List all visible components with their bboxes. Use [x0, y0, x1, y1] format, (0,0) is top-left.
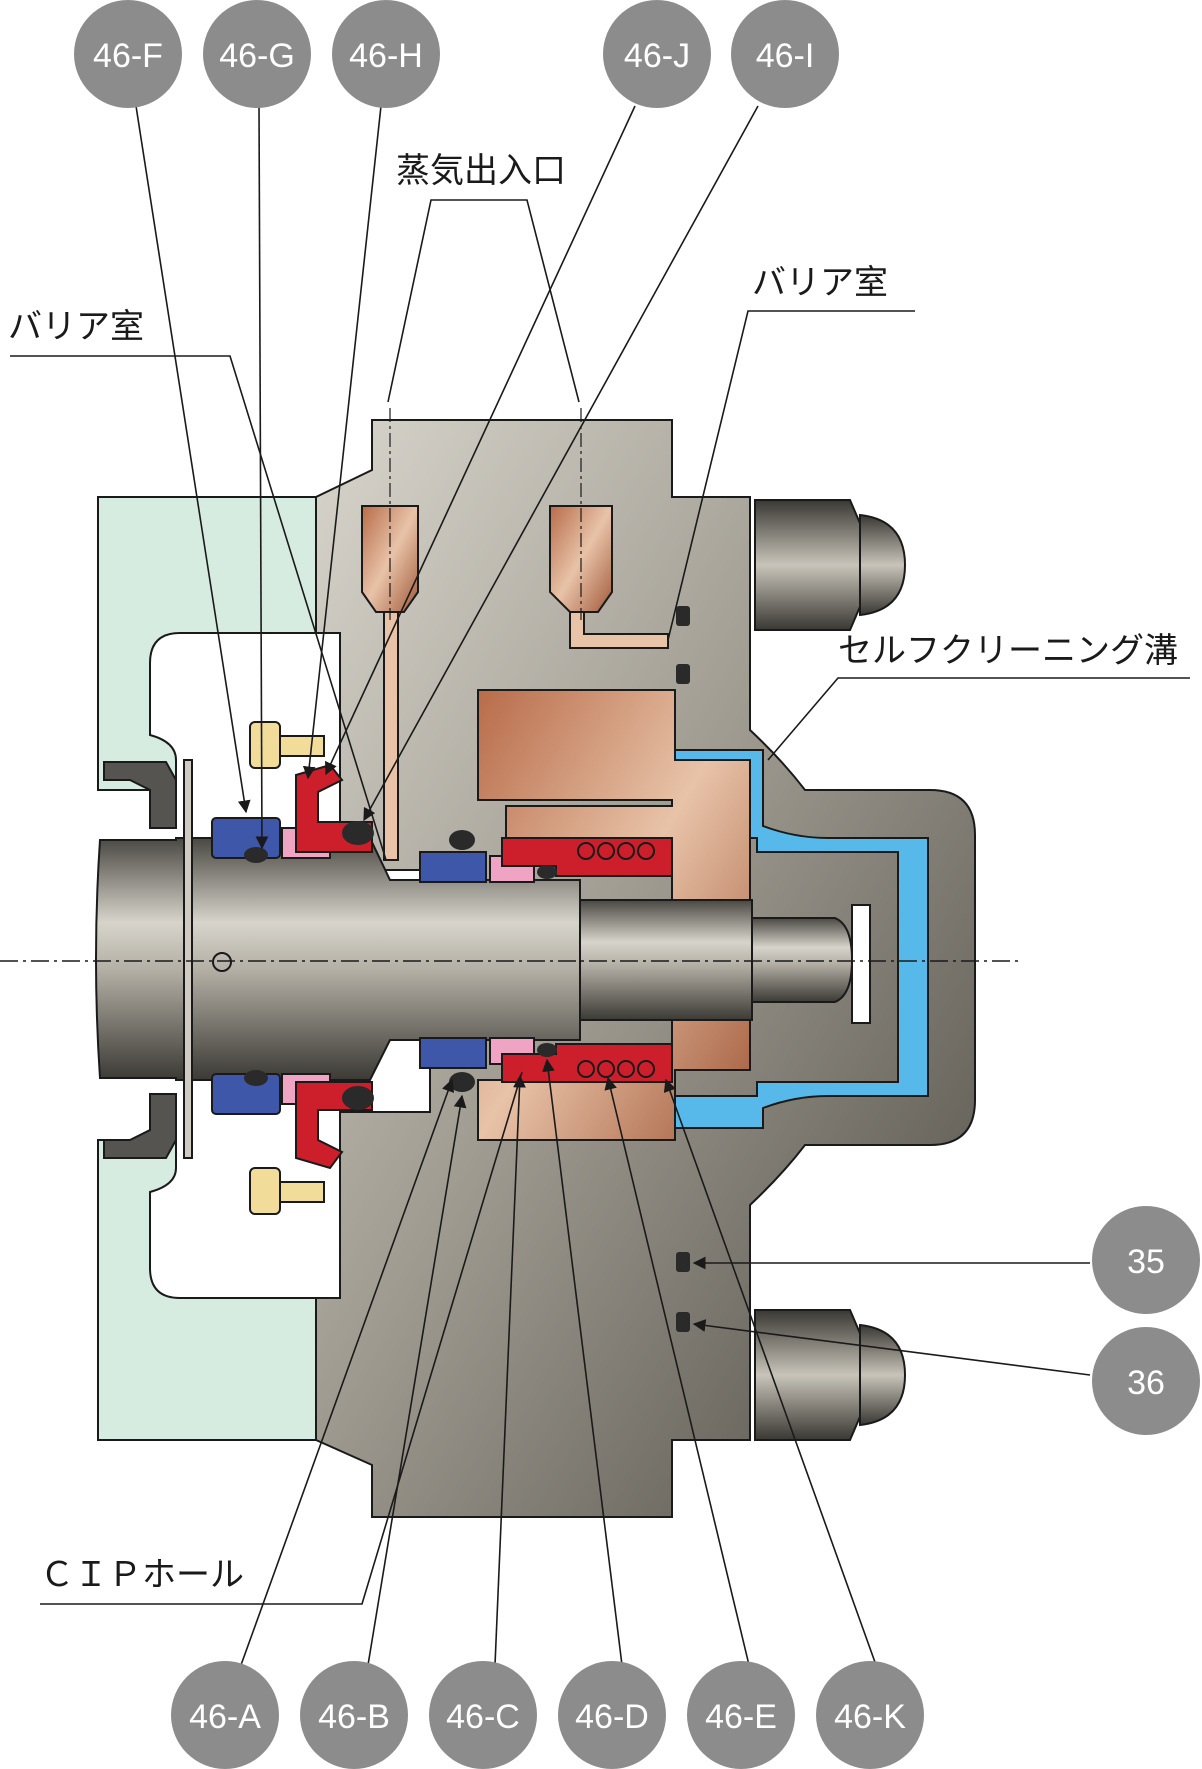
label-barrier-right: バリア室	[752, 263, 888, 303]
oring-46-b	[449, 830, 475, 850]
badge-46-h: 46-H	[332, 0, 440, 108]
badge-46-g-label: 46-G	[219, 37, 295, 75]
badge-46-e-label: 46-E	[705, 1698, 777, 1736]
oring-46-b-lower	[449, 1072, 475, 1092]
badge-46-d: 46-D	[558, 1661, 666, 1769]
red-spring-holder-lower	[501, 1043, 673, 1083]
badge-46-b: 46-B	[300, 1661, 408, 1769]
badge-46-k: 46-K	[816, 1661, 924, 1769]
badges-top: 46-F 46-G 46-H 46-J 46-I	[74, 0, 839, 108]
badge-46-g: 46-G	[203, 0, 311, 108]
badge-46-j: 46-J	[603, 0, 711, 108]
badge-46-f: 46-F	[74, 0, 182, 108]
badge-46-d-label: 46-D	[575, 1698, 649, 1736]
steam-passage-left	[383, 611, 399, 861]
lip-seal-lower	[103, 1093, 177, 1159]
bolt-lower	[249, 1167, 325, 1215]
shaft-end	[751, 917, 854, 1003]
retainer-plate	[183, 759, 193, 1159]
oring-36	[676, 1312, 690, 1332]
shaft-mark	[212, 952, 232, 972]
seal-components	[103, 606, 690, 1332]
oring-housing-1	[676, 606, 690, 626]
shaft-main	[95, 837, 581, 1081]
badge-46-i-label: 46-I	[756, 37, 815, 75]
badges-bottom: 46-A 46-B 46-C 46-D 46-E 46-K	[171, 1661, 924, 1769]
oring-collar-lower	[244, 1070, 268, 1086]
self-cleaning-groove-chamber	[674, 749, 929, 1129]
shaft	[95, 837, 871, 1081]
bolt-upper	[249, 721, 325, 769]
label-self-cleaning-groove: セルフクリーニング溝	[838, 631, 1178, 671]
badge-35: 35	[1092, 1206, 1200, 1314]
lip-seal-upper	[103, 761, 177, 829]
badge-46-f-label: 46-F	[93, 37, 163, 75]
badge-36-label: 36	[1127, 1364, 1165, 1402]
badge-46-j-label: 46-J	[624, 37, 690, 75]
oring-housing-2	[676, 664, 690, 684]
oring-46-d	[537, 1043, 557, 1057]
label-barrier-left: バリア室	[8, 307, 144, 347]
oring-46-d-upper	[537, 865, 557, 879]
badge-46-a: 46-A	[171, 1661, 279, 1769]
red-spring-holder-upper	[501, 837, 673, 877]
cap-nut-upper	[754, 499, 907, 631]
shaft-end-cap	[851, 904, 871, 1024]
badge-46-k-label: 46-K	[834, 1698, 906, 1736]
badge-46-i: 46-I	[731, 0, 839, 108]
oring-lower-left	[342, 1086, 374, 1110]
label-steam-port: 蒸気出入口	[396, 151, 566, 191]
casing-lower	[97, 1139, 317, 1441]
steam-passage-right	[569, 611, 669, 649]
badge-46-b-label: 46-B	[318, 1698, 390, 1736]
oring-35	[676, 1252, 690, 1272]
shaft-spline	[579, 899, 753, 1021]
oring-collar-upper	[244, 847, 268, 863]
badge-35-label: 35	[1127, 1243, 1165, 1281]
badge-46-h-label: 46-H	[349, 37, 423, 75]
springs-upper	[577, 842, 655, 860]
oring-upper-left	[342, 821, 374, 845]
leader-lines	[10, 105, 1190, 1666]
cap-nut-lower	[754, 1309, 907, 1441]
blue-ring-inner-lower	[419, 1037, 487, 1069]
badge-46-e: 46-E	[687, 1661, 795, 1769]
blue-ring-inner-upper	[419, 851, 487, 883]
label-cip-hole: ＣＩＰホール	[40, 1555, 244, 1595]
badge-46-c: 46-C	[429, 1661, 537, 1769]
badge-36: 36	[1092, 1327, 1200, 1435]
badges-right: 35 36	[1092, 1206, 1200, 1435]
badge-46-a-label: 46-A	[189, 1698, 261, 1736]
badge-46-c-label: 46-C	[446, 1698, 520, 1736]
